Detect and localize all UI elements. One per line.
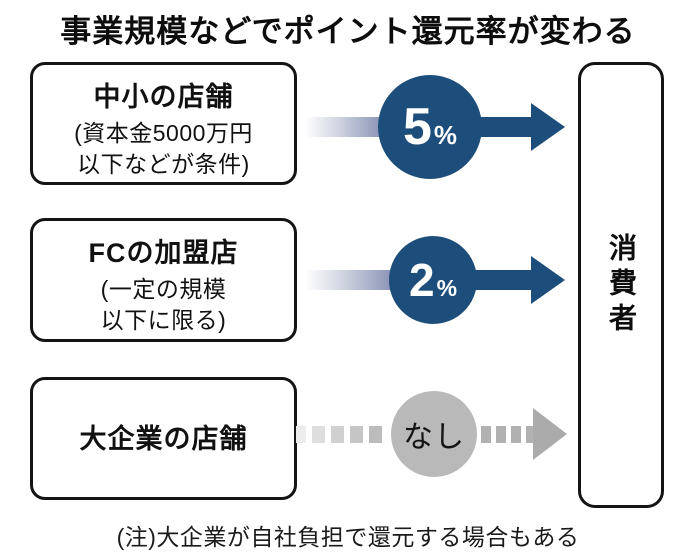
- consumer-box: 消費者: [578, 62, 664, 508]
- store-box-small-medium: 中小の店舗 (資本金5000万円 以下などが条件): [30, 62, 297, 185]
- dash: [312, 426, 325, 443]
- dash: [369, 426, 382, 443]
- condition-line-1: (一定の規模: [100, 276, 227, 302]
- rate-label: 2%: [409, 257, 457, 303]
- rate-circle-2-percent: 2%: [389, 236, 477, 324]
- dashed-arrow-tail: [296, 426, 382, 443]
- rate-value: 5: [402, 98, 432, 156]
- dash: [350, 426, 363, 443]
- arrow-right-icon: [531, 103, 565, 151]
- store-box-heading: FCの加盟店: [88, 238, 239, 268]
- rate-value: 2: [408, 254, 435, 306]
- condition-line-2: 以下などが条件): [77, 151, 250, 177]
- gradient-arrow-tail: [305, 117, 381, 137]
- chart-title: 事業規模などでポイント還元率が変わる: [60, 14, 636, 49]
- gradient-arrow-tail: [305, 270, 391, 290]
- rate-circle-5-percent: 5%: [378, 75, 482, 179]
- condition-line-1: (資本金5000万円: [74, 120, 253, 146]
- arrow-shaft: [474, 270, 533, 290]
- store-box-condition: (一定の規模 以下に限る): [33, 274, 294, 336]
- rate-label: 5%: [403, 101, 457, 153]
- dash: [296, 426, 306, 443]
- dash: [331, 426, 344, 443]
- dash: [511, 426, 521, 443]
- arrow-right-icon-gray: [533, 408, 567, 460]
- rate-value: なし: [403, 421, 465, 454]
- footnote: (注)大企業が自社負担で還元する場合もある: [116, 524, 580, 550]
- dash: [496, 426, 506, 443]
- arrow-shaft: [479, 117, 533, 137]
- store-box-condition: (資本金5000万円 以下などが条件): [33, 118, 294, 180]
- store-box-heading: 中小の店舗: [93, 82, 234, 112]
- condition-line-2: 以下に限る): [100, 307, 227, 333]
- arrow-right-icon: [531, 256, 565, 304]
- consumer-label: 消費者: [606, 232, 637, 338]
- percent-sign: %: [433, 120, 458, 150]
- dash: [481, 426, 491, 443]
- rate-circle-none: なし: [391, 391, 477, 477]
- dash: [526, 426, 536, 443]
- store-box-large-company: 大企業の店舗: [30, 377, 297, 500]
- store-box-franchise: FCの加盟店 (一定の規模 以下に限る): [30, 218, 297, 342]
- dashed-arrow-shaft: [481, 426, 536, 443]
- percent-sign: %: [436, 275, 458, 301]
- store-box-heading: 大企業の店舗: [79, 423, 248, 454]
